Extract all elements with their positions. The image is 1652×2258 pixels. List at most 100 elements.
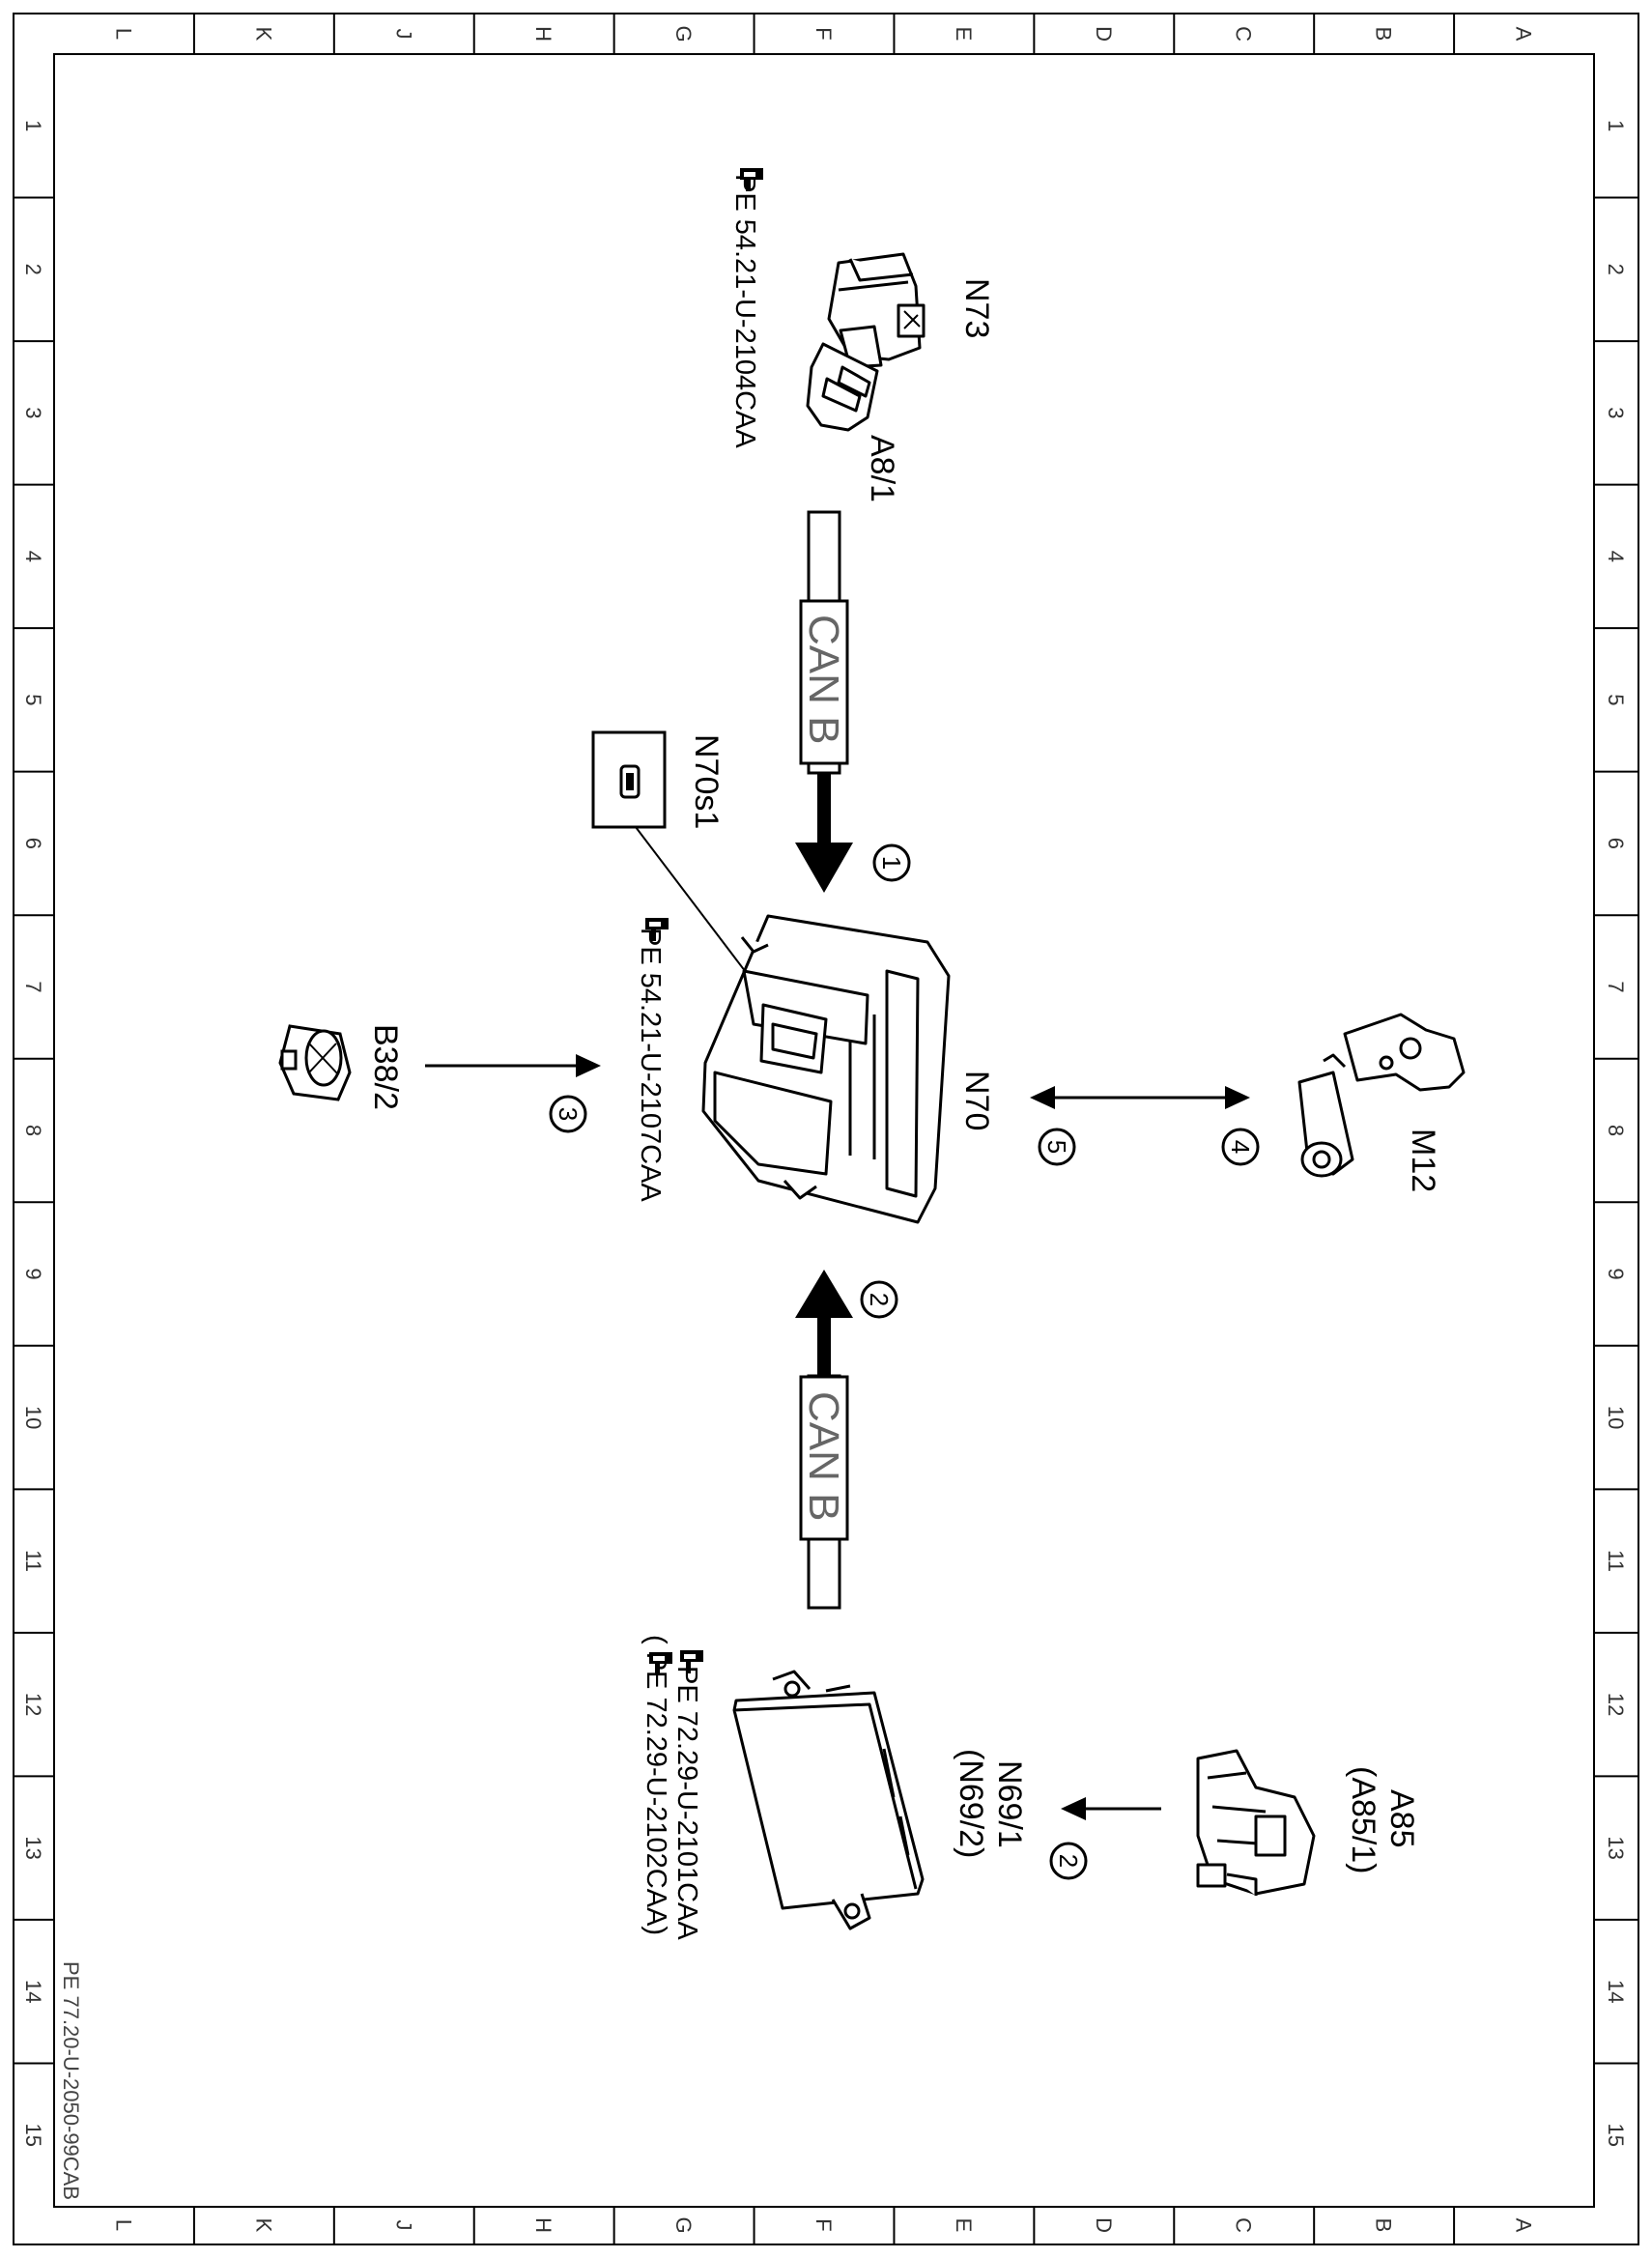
- n70s1-label: N70s1: [688, 734, 725, 829]
- ruler-letter-bottom: B: [1372, 2218, 1396, 2233]
- ruler-number-right: 7: [1604, 981, 1628, 992]
- ruler-grid: [14, 14, 1638, 2244]
- m12-motor-drawing: [1297, 1013, 1466, 1178]
- can-b-top-label: CAN B: [800, 615, 847, 744]
- pointing-hand-icon: [649, 1652, 672, 1675]
- svg-text:4: 4: [1226, 1140, 1255, 1154]
- ruler-letter-top: J: [391, 29, 415, 40]
- b38-2-arrow: [425, 1054, 601, 1077]
- n69-1-doc-ref: PE 72.29-U-2101CAA: [671, 1666, 702, 1940]
- ruler-letter-bottom: K: [251, 2218, 275, 2233]
- ruler-number-right: 15: [1604, 2123, 1628, 2146]
- ruler-number-right: 3: [1604, 407, 1628, 418]
- n70-doc-ref: PE 54.21-U-2107CAA: [635, 928, 666, 1202]
- marker-3: 3: [549, 1095, 587, 1133]
- n69-1-label: N69/1: [991, 1760, 1028, 1848]
- ruler-number-left: 15: [21, 2123, 45, 2146]
- ruler-number-right: 12: [1604, 1693, 1628, 1716]
- n69-2-label: (N69/2): [953, 1749, 989, 1858]
- outer-frame: [13, 13, 1639, 2245]
- ruler-number-left: 3: [21, 407, 45, 418]
- svg-text:3: 3: [554, 1107, 583, 1121]
- ruler-number-right: 5: [1604, 694, 1628, 705]
- svg-text:2: 2: [865, 1293, 894, 1306]
- ruler-letter-bottom: E: [952, 2218, 976, 2233]
- ruler-number-right: 8: [1604, 1125, 1628, 1136]
- ruler-letter-bottom: L: [111, 2219, 135, 2231]
- ruler-number-left: 12: [21, 1693, 45, 1716]
- ruler-number-left: 8: [21, 1125, 45, 1136]
- n73-switch-drawing: [806, 252, 926, 432]
- ruler-number-left: 1: [21, 120, 45, 131]
- marker-2-upper: 2: [860, 1280, 898, 1319]
- ruler-number-right: 11: [1604, 1550, 1628, 1572]
- ruler-number-right: 2: [1604, 264, 1628, 275]
- ruler-letter-bottom: C: [1232, 2217, 1256, 2233]
- ruler-number-right: 10: [1604, 1406, 1628, 1429]
- ruler-letter-top: E: [952, 27, 976, 42]
- ruler-number-right: 6: [1604, 838, 1628, 849]
- pointing-hand-icon: [645, 918, 669, 941]
- b38-2-sensor-drawing: [278, 1024, 352, 1101]
- ruler-letter-bottom: H: [531, 2217, 555, 2233]
- document-id: PE 77.20-U-2050-99CAB: [59, 1961, 83, 2200]
- ruler-letter-top: F: [812, 27, 836, 40]
- n73-label: N73: [958, 278, 995, 338]
- marker-4: 4: [1221, 1128, 1260, 1166]
- n69-module-drawing: [732, 1670, 925, 1930]
- n70-m12-link: [1030, 1086, 1250, 1109]
- marker-2-lower: 2: [1049, 1842, 1088, 1880]
- ruler-letter-bottom: A: [1512, 2218, 1536, 2233]
- a8-1-label: A8/1: [864, 435, 900, 502]
- n70-panel-drawing: [701, 914, 951, 1224]
- pointing-hand-icon: [680, 1650, 703, 1673]
- ruler-number-left: 2: [21, 264, 45, 275]
- ruler-number-left: 13: [21, 1836, 45, 1859]
- n69-2-doc-ref: ( PE 72.29-U-2102CAA): [641, 1635, 671, 1935]
- ruler-letter-top: K: [251, 27, 275, 42]
- ruler-letter-top: A: [1512, 27, 1536, 42]
- can-bus-bottom-connector: [795, 1270, 853, 1610]
- ruler-number-left: 9: [21, 1268, 45, 1279]
- ruler-number-left: 7: [21, 981, 45, 992]
- a85-label: A85: [1383, 1789, 1420, 1848]
- ruler-letter-top: D: [1092, 26, 1116, 42]
- ruler-letter-bottom: F: [812, 2218, 836, 2231]
- a85-lock-drawing: [1196, 1749, 1316, 1896]
- ruler-letter-top: B: [1372, 27, 1396, 42]
- ruler-number-left: 14: [21, 1980, 45, 2003]
- m12-label: M12: [1405, 1129, 1441, 1192]
- svg-text:5: 5: [1042, 1140, 1071, 1154]
- ruler-letter-bottom: J: [391, 2220, 415, 2231]
- svg-text:1: 1: [877, 856, 906, 870]
- ruler-number-right: 1: [1604, 120, 1628, 131]
- ruler-letter-top: H: [531, 26, 555, 42]
- ruler-number-left: 10: [21, 1406, 45, 1429]
- pointing-hand-icon: [740, 168, 763, 191]
- ruler-number-left: 4: [21, 551, 45, 562]
- ruler-letter-top: C: [1232, 26, 1256, 42]
- ruler-number-right: 9: [1604, 1268, 1628, 1279]
- ruler-number-right: 4: [1604, 551, 1628, 562]
- ruler-letter-bottom: G: [671, 2216, 696, 2233]
- marker-1: 1: [872, 843, 911, 882]
- b38-2-label: B38/2: [367, 1024, 404, 1110]
- ruler-number-right: 13: [1604, 1836, 1628, 1859]
- can-b-bottom-label: CAN B: [800, 1391, 847, 1521]
- n70-label: N70: [958, 1071, 995, 1130]
- ruler-letter-bottom: D: [1092, 2217, 1116, 2233]
- can-bus-top-connector: [795, 510, 853, 893]
- a85-to-n69-arrow: [1061, 1797, 1161, 1820]
- ruler-number-left: 5: [21, 694, 45, 705]
- inner-frame: [53, 53, 1595, 2208]
- ruler-number-left: 11: [21, 1550, 45, 1572]
- n73-doc-ref: PE 54.21-U-2104CAA: [729, 174, 760, 448]
- ruler-letter-top: L: [111, 28, 135, 40]
- ruler-number-right: 14: [1604, 1980, 1628, 2003]
- ruler-letter-top: G: [671, 25, 696, 42]
- marker-5: 5: [1038, 1128, 1076, 1166]
- a85-1-label: (A85/1): [1345, 1766, 1381, 1874]
- ruler-number-left: 6: [21, 838, 45, 849]
